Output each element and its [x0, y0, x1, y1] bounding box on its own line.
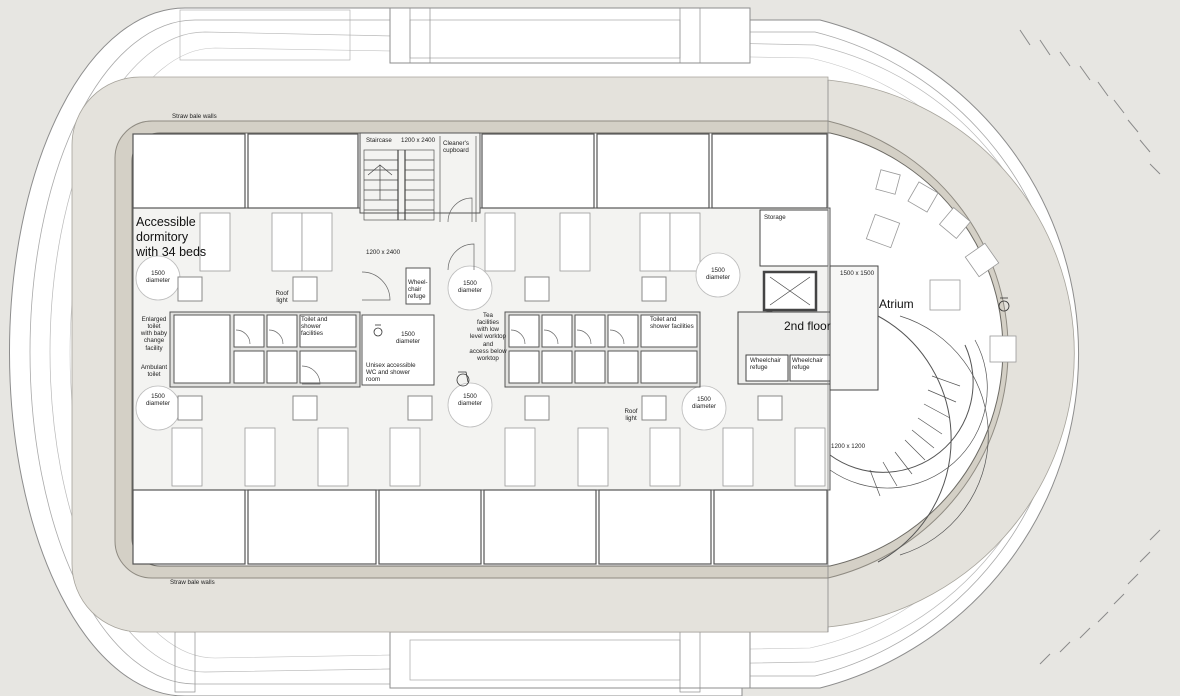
unisex-wc-label: Unisex accessible WC and shower room [366, 362, 416, 384]
right-toilet-block [504, 311, 701, 388]
perimeter-ticks [1019, 29, 1161, 665]
top-rooms [132, 133, 828, 209]
roof-lights [177, 276, 783, 421]
roof-light-label: Roof light [624, 408, 638, 423]
dimension-label-1200x2400: 1200 x 2400 [366, 249, 401, 256]
straw-bale-label-bottom: Straw bale walls [170, 579, 215, 586]
enlarged-toilet-label: Enlarged toilet with baby change facilit… [140, 316, 168, 352]
turning-circle-label: 1500 diameter [145, 270, 171, 285]
staircase-label: Staircase [366, 137, 392, 144]
atrium-stair [829, 315, 989, 563]
beds [171, 212, 826, 487]
tea-facilities-label: Tea facilities with low level worktop an… [469, 312, 507, 362]
floor-label: 2nd floor [784, 319, 831, 333]
atrium-furniture [865, 169, 1017, 363]
turning-circle-label: 1500 diameter [457, 393, 483, 408]
ambulant-toilet-label: Ambulant toilet [140, 364, 168, 379]
dimension-label-1500x1500: 1500 x 1500 [840, 270, 875, 277]
turning-circle-label: 1500 diameter [705, 267, 731, 282]
cleaners-cupboard-label: Cleaner's cupboard [443, 140, 469, 155]
wheelchair-refuge-label: Wheel- chair refuge [408, 279, 428, 301]
turning-circle-label: 1500 diameter [395, 331, 421, 346]
bottom-rooms [132, 489, 828, 565]
turning-circle-label: 1500 diameter [691, 396, 717, 411]
dormitory-label: Accessible dormitory with 34 beds [136, 215, 207, 259]
toilet-shower-label-left: Toilet and shower facilities [301, 316, 328, 338]
atrium-label: Atrium [879, 297, 914, 311]
wheelchair-icon [373, 297, 1010, 387]
wheelchair-refuge-label-b: Wheelchair refuge [792, 357, 823, 372]
toilet-shower-label-right: Toilet and shower facilities [650, 316, 694, 331]
wheelchair-refuge-label-a: Wheelchair refuge [750, 357, 781, 372]
turning-circle-label: 1500 diameter [145, 393, 171, 408]
core-right [737, 209, 879, 391]
straw-bale-label-top: Straw bale walls [172, 113, 217, 120]
left-toilet-block [169, 267, 435, 388]
dimension-label-1200x1200: 1200 x 1200 [831, 443, 866, 450]
staircase-dim-label: 1200 x 2400 [401, 137, 436, 144]
staircase [363, 136, 477, 223]
storage-label: Storage [764, 214, 786, 221]
turning-circle-label: 1500 diameter [457, 280, 483, 295]
roof-light-label: Roof light [275, 290, 289, 305]
